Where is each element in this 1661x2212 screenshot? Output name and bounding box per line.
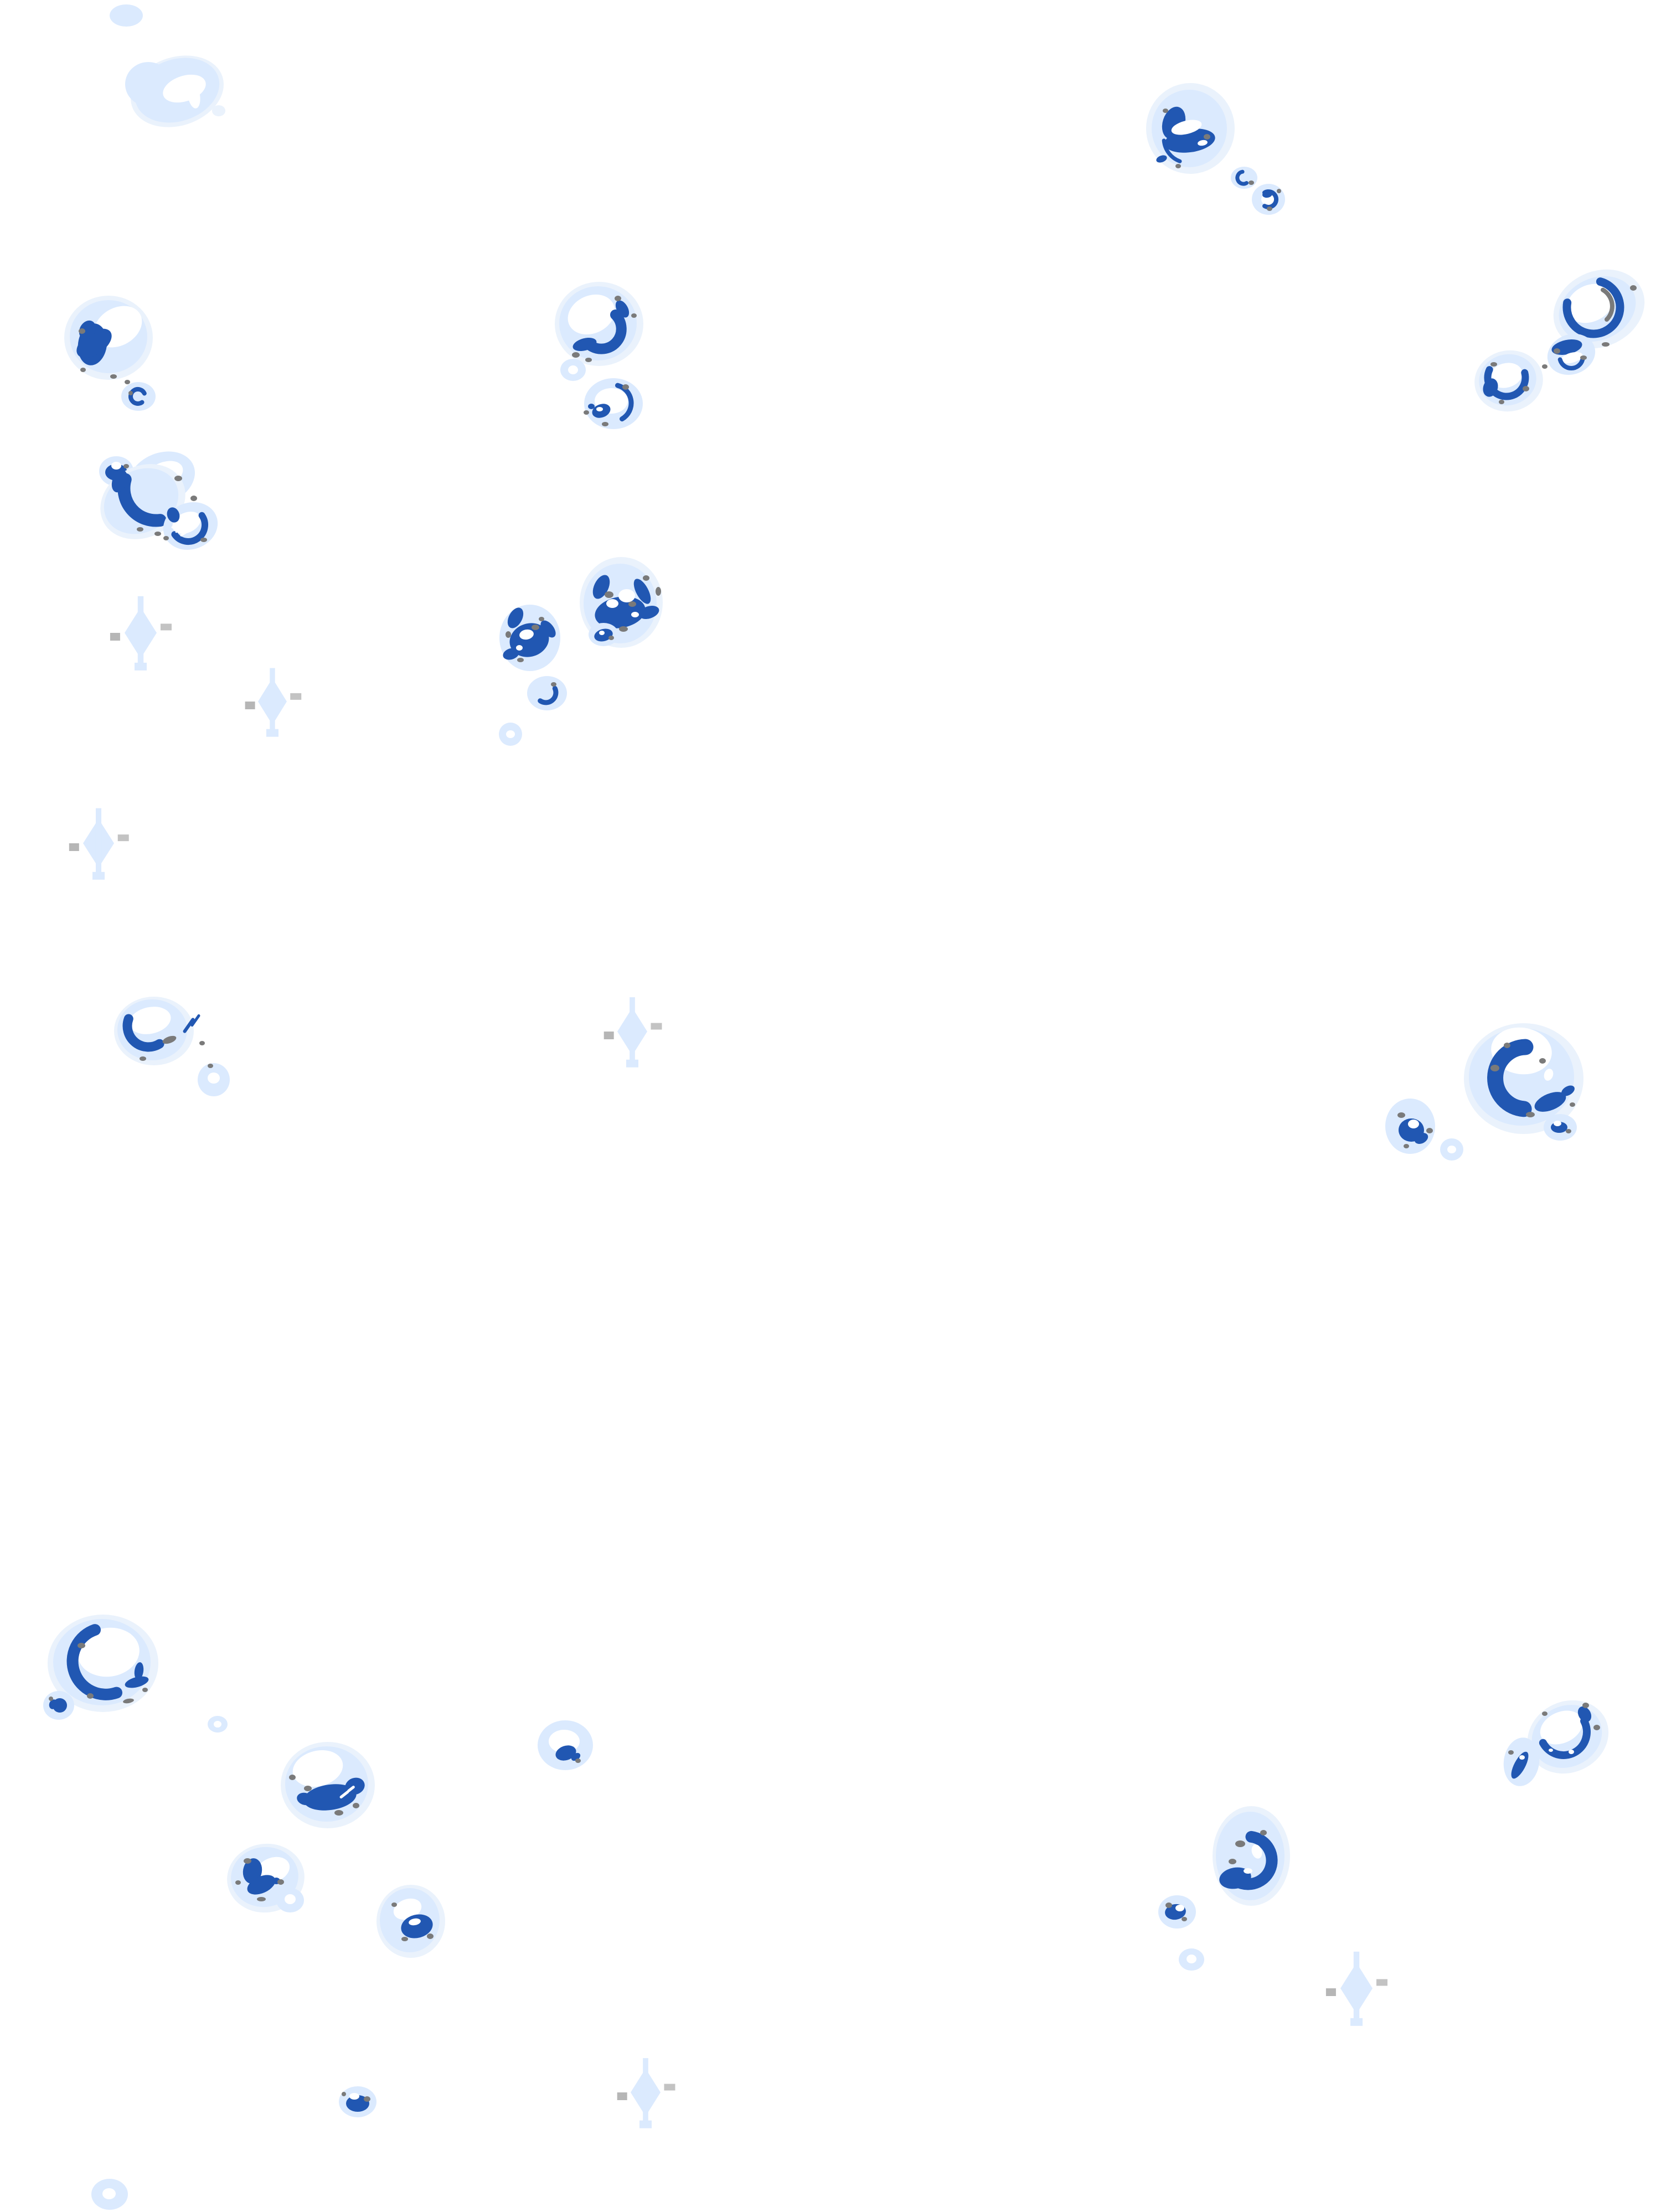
reef-star-e xyxy=(1325,1951,1387,2026)
atoll-ne-b xyxy=(1252,184,1285,215)
atoll-center xyxy=(584,378,643,429)
islet-v-east xyxy=(1544,1114,1577,1141)
island-banana-west xyxy=(100,464,213,539)
island-triangle-s xyxy=(376,1885,445,1958)
island-swoosh-west xyxy=(114,997,205,1065)
islet-sliver-se xyxy=(1503,1737,1540,1786)
sunken-atoll-nw xyxy=(125,55,225,127)
atoll-star-west xyxy=(64,296,153,384)
atoll-ne-a xyxy=(1231,167,1257,189)
ringlet-sw-b xyxy=(276,1888,304,1912)
island-grand-east xyxy=(1464,1023,1583,1134)
island-whale-sw xyxy=(281,1742,375,1828)
ringlet-west-c xyxy=(198,1063,230,1096)
atoll-striped-west xyxy=(163,502,218,550)
crescent-center-south xyxy=(527,676,567,710)
reef-star-b xyxy=(245,668,302,737)
islet-c-west xyxy=(121,382,156,411)
islet-round-s xyxy=(339,2086,376,2117)
reef-ring-s-edge xyxy=(91,2179,128,2210)
island-comma-se xyxy=(1213,1806,1290,1906)
big-island-ne xyxy=(1146,83,1235,174)
atoll-grand-sw xyxy=(48,1615,158,1712)
atoll-small-center-south xyxy=(538,1720,593,1770)
atoll-east-south xyxy=(1474,350,1543,412)
ringlet-center-b xyxy=(499,723,522,746)
islet-flower-sw xyxy=(43,1691,74,1720)
reef-star-c xyxy=(69,808,129,880)
atoll-east-north xyxy=(1553,269,1645,349)
reeflet-sw xyxy=(208,1716,228,1733)
island-gecko-center xyxy=(499,605,560,671)
reef-star-d xyxy=(603,997,662,1068)
islet-east-small xyxy=(1385,1099,1435,1154)
islet-se-small xyxy=(1158,1895,1196,1929)
atoll-se-open xyxy=(1527,1700,1609,1774)
reef-patch-north xyxy=(110,4,143,27)
reef-star-a xyxy=(110,596,172,671)
reef-star-f xyxy=(617,2058,675,2128)
reef-circle-center xyxy=(555,282,643,366)
islet-center-small xyxy=(589,623,618,646)
atoll-east-mid xyxy=(1542,333,1596,375)
ringlet-se xyxy=(1179,1948,1204,1971)
ringlet-center-a xyxy=(560,359,586,381)
ringlet-east xyxy=(1440,1138,1463,1161)
